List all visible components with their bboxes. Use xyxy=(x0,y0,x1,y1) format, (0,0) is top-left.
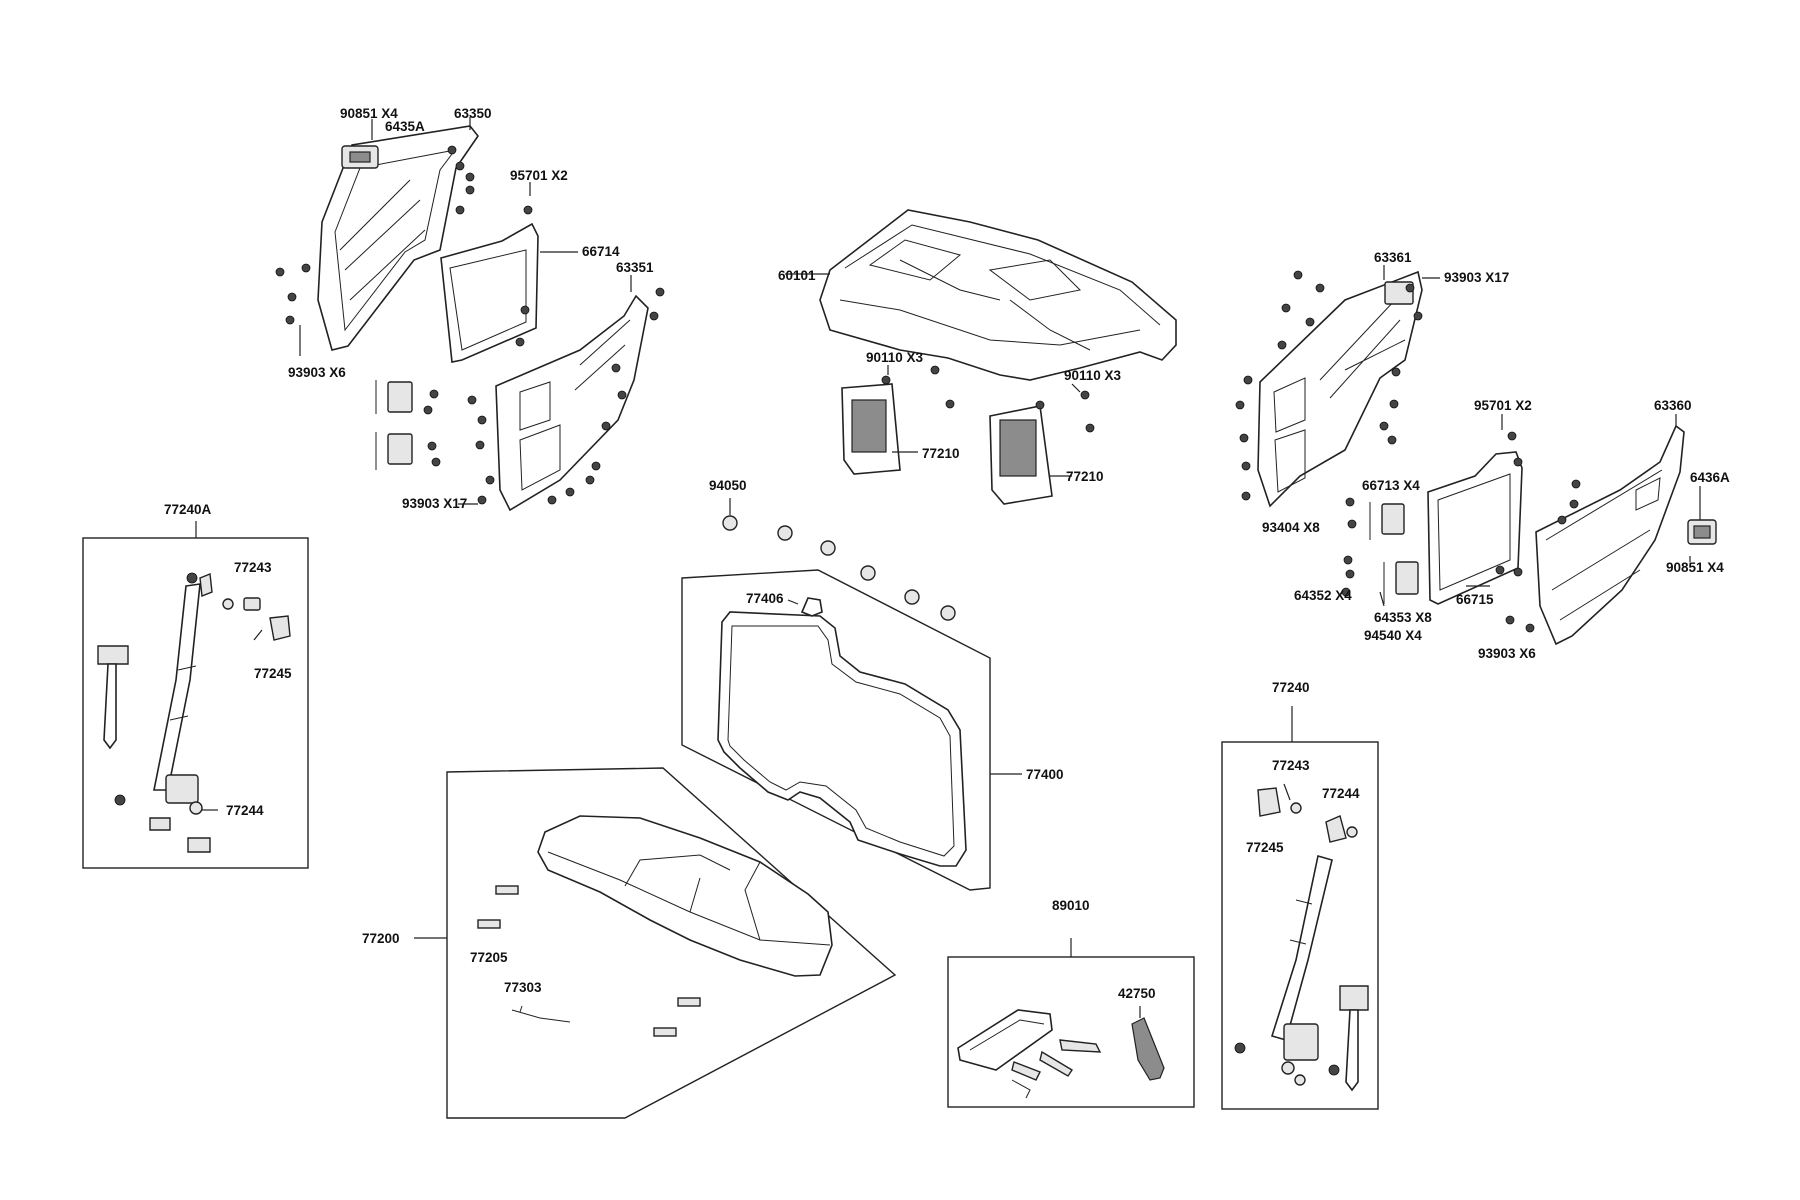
toolkit-group xyxy=(947,938,1195,1108)
left-hinge-upper xyxy=(375,380,413,414)
label-77245-right: 77245 xyxy=(1246,840,1284,855)
label-63360: 63360 xyxy=(1654,398,1692,413)
label-95701-x2-right: 95701 X2 xyxy=(1474,398,1532,413)
nuts-94050 xyxy=(722,498,956,621)
roof-panel xyxy=(819,209,1177,381)
spark-plug-tool xyxy=(1131,1017,1165,1081)
label-90851-x4-right: 90851 X4 xyxy=(1666,560,1724,575)
label-93903-x17-left: 93903 X17 xyxy=(402,496,467,511)
label-90110-x3-right: 90110 X3 xyxy=(1064,368,1122,383)
left-seatbelt-cover xyxy=(269,615,291,641)
label-93903-x17-right: 93903 X17 xyxy=(1444,270,1509,285)
label-77240: 77240 xyxy=(1272,680,1310,695)
seat-cushion xyxy=(537,815,833,977)
speaker-grille-right xyxy=(989,405,1053,505)
label-93903-x6-right: 93903 X6 xyxy=(1478,646,1536,661)
label-77243-left: 77243 xyxy=(234,560,272,575)
left-hinge-lower xyxy=(375,432,413,470)
seat-wire xyxy=(511,1005,571,1023)
window-seal-frame xyxy=(681,569,991,891)
label-63350: 63350 xyxy=(454,106,492,121)
label-94540-x4: 94540 X4 xyxy=(1364,628,1422,643)
label-93404-x8: 93404 X8 xyxy=(1262,520,1320,535)
label-77210-right: 77210 xyxy=(1066,469,1104,484)
left-seatbelt-strap xyxy=(153,583,201,791)
label-60101: 60101 xyxy=(778,268,816,283)
right-door-fasteners xyxy=(1235,270,1581,633)
right-seatbelt-cover xyxy=(1257,787,1281,817)
left-seatbelt-group xyxy=(82,521,309,869)
right-hinge-upper xyxy=(1369,502,1405,540)
roof-assembly xyxy=(785,209,1177,505)
seat-labels-small xyxy=(477,885,701,1037)
right-outer-door xyxy=(1535,424,1685,646)
right-seatbelt-buckle xyxy=(1339,985,1369,1011)
label-42750: 42750 xyxy=(1118,986,1156,1001)
label-66714: 66714 xyxy=(582,244,620,259)
label-66713-x4: 66713 X4 xyxy=(1362,478,1420,493)
label-77303: 77303 xyxy=(504,980,542,995)
window-seal xyxy=(717,611,967,867)
label-77406: 77406 xyxy=(746,591,784,606)
left-door-assembly xyxy=(275,117,665,512)
label-6435a: 6435A xyxy=(385,119,425,134)
label-77400: 77400 xyxy=(1026,767,1064,782)
label-6436a: 6436A xyxy=(1690,470,1730,485)
right-seatbelt-group xyxy=(1221,706,1379,1110)
right-hinge-lower xyxy=(1383,561,1419,604)
label-63351: 63351 xyxy=(616,260,654,275)
speaker-grille-left xyxy=(841,383,901,475)
left-door-fasteners xyxy=(275,145,665,505)
window-seal-group xyxy=(681,569,1022,891)
seat-group xyxy=(414,767,897,1119)
label-90110-x3-left: 90110 X3 xyxy=(866,350,924,365)
label-77200: 77200 xyxy=(362,931,400,946)
label-94050: 94050 xyxy=(709,478,747,493)
left-inner-door-frame xyxy=(317,125,479,351)
label-77244-right: 77244 xyxy=(1322,786,1360,801)
label-63361: 63361 xyxy=(1374,250,1412,265)
label-77210-left: 77210 xyxy=(922,446,960,461)
left-outer-door xyxy=(495,294,649,512)
right-seatbelt-retractor xyxy=(1283,1023,1319,1061)
label-66715: 66715 xyxy=(1456,592,1494,607)
left-seatbelt-retractor xyxy=(165,774,199,804)
label-77240a: 77240A xyxy=(164,502,212,517)
label-89010: 89010 xyxy=(1052,898,1090,913)
right-seatbelt-box xyxy=(1221,741,1379,1110)
label-77243-right: 77243 xyxy=(1272,758,1310,773)
label-77205: 77205 xyxy=(470,950,508,965)
label-90851-x4-left: 90851 X4 xyxy=(340,106,398,121)
part-labels: 90851 X4 6435A 63350 95701 X2 66714 6335… xyxy=(164,106,1730,1001)
right-seatbelt-strap xyxy=(1270,854,1333,1041)
label-77244-left: 77244 xyxy=(226,803,264,818)
label-95701-x2-left: 95701 X2 xyxy=(510,168,568,183)
seat-frame xyxy=(446,767,897,1119)
right-door-assembly xyxy=(1235,265,1717,646)
left-seatbelt-buckle xyxy=(97,645,129,665)
label-64352-x4: 64352 X4 xyxy=(1294,588,1352,603)
label-93903-x6-left: 93903 X6 xyxy=(288,365,346,380)
label-77245-left: 77245 xyxy=(254,666,292,681)
toolkit-pouch xyxy=(957,1009,1053,1071)
roof-fasteners xyxy=(881,365,1095,433)
seal-clip xyxy=(800,597,823,617)
label-64353-x8: 64353 X8 xyxy=(1374,610,1432,625)
